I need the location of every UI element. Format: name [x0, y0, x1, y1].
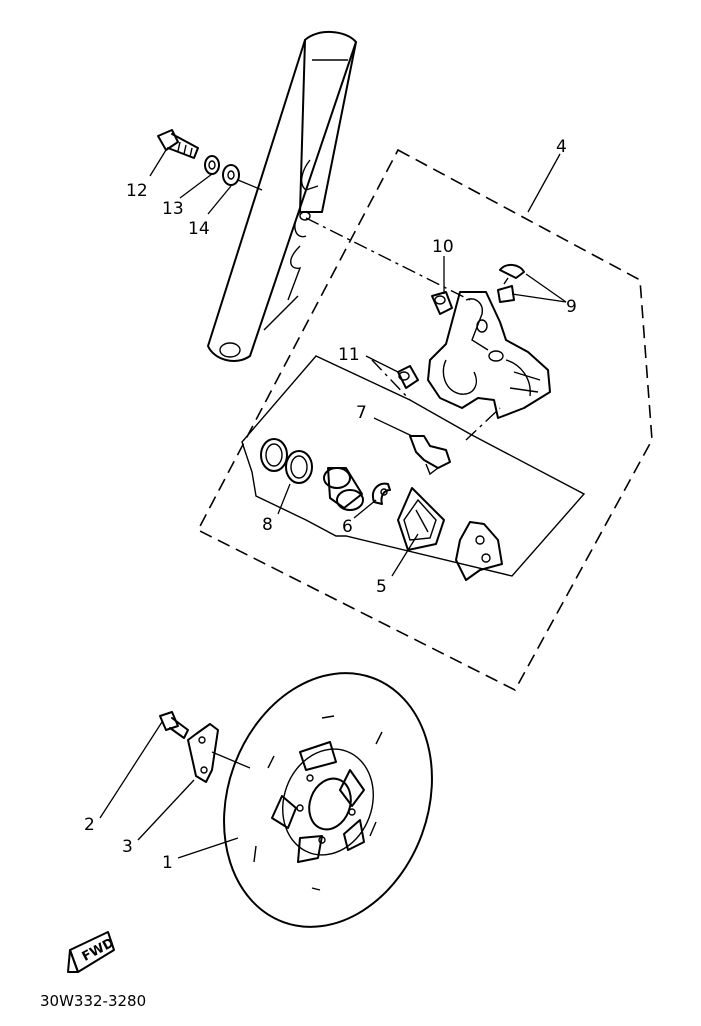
callout-5: 5: [376, 577, 387, 597]
bolt-centre-line: [305, 217, 471, 301]
brake-caliper-body: [427, 291, 551, 419]
callout-7: 7: [356, 403, 367, 423]
brake-pad-outer: [455, 521, 503, 581]
disc-lock-washer: [187, 723, 219, 783]
callout-10: 10: [432, 237, 454, 257]
piston-seal: [260, 438, 288, 472]
front-fork-outer-tube: [207, 31, 357, 362]
pad-support: [409, 435, 451, 476]
dust-seal: [285, 450, 313, 484]
brake-pad-inner: [397, 487, 445, 551]
callout-3: 3: [122, 837, 133, 857]
brake-disc: [223, 672, 433, 928]
bleed-screw-cap: [497, 264, 525, 303]
callout-8: 8: [262, 515, 273, 535]
diagram-code: 30W332-3280: [40, 992, 146, 1010]
callout-11: 11: [338, 345, 360, 365]
pad-spring: [372, 482, 391, 505]
disc-mounting-bolt: [159, 711, 189, 739]
bleed-screw: [431, 291, 453, 315]
caliper-mounting-bolt: [157, 129, 199, 159]
callout-2: 2: [84, 815, 95, 835]
plain-washer: [222, 164, 240, 186]
caliper-piston: [323, 467, 364, 511]
caliper-plug: [397, 365, 419, 389]
callout-12: 12: [126, 181, 148, 201]
callout-9: 9: [566, 297, 577, 317]
callout-6: 6: [342, 517, 353, 537]
callout-1: 1: [162, 853, 173, 873]
forward-direction-arrow: FWD: [67, 931, 117, 973]
caliper-assembly-boundary: [196, 148, 653, 692]
callout-14: 14: [188, 219, 210, 239]
seal-kit-group: [241, 355, 586, 577]
callout-4: 4: [556, 137, 567, 157]
callout-13: 13: [162, 199, 184, 219]
spring-washer: [204, 155, 220, 175]
